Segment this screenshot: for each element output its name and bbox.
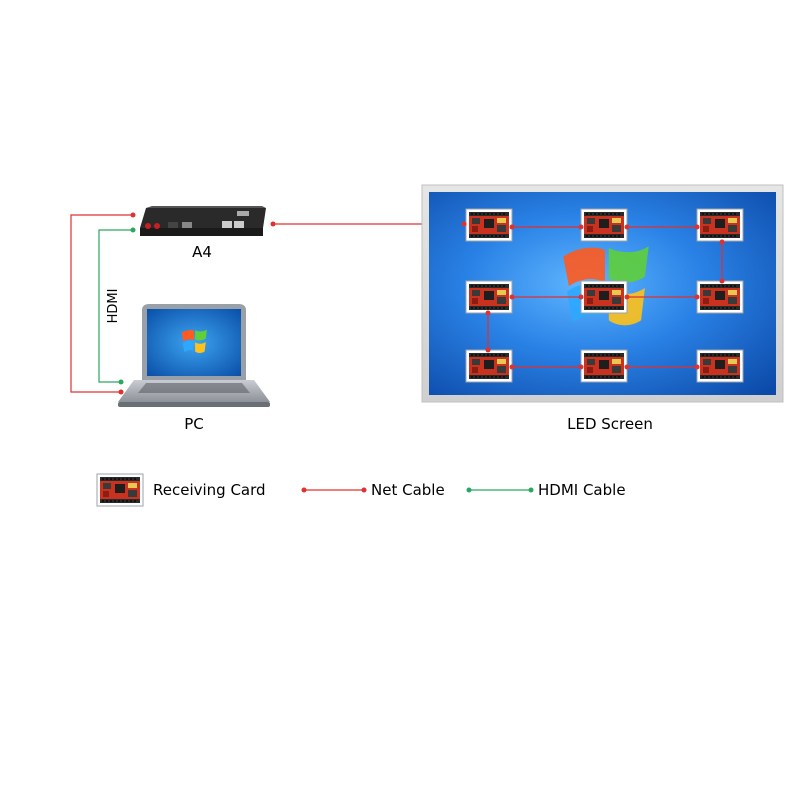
- hdmi-cable-a4-pc: [98, 229, 133, 383]
- receiving-card-icon: [696, 208, 744, 242]
- receiving-card-icon: [580, 208, 628, 242]
- receiving-card-icon: [465, 349, 513, 383]
- legend-receiving-card-icon: [96, 473, 144, 507]
- receiving-card-icon: [696, 349, 744, 383]
- legend: Receiving Card Net Cable HDMI Cable: [96, 473, 626, 507]
- cable-connector-dots: [461, 221, 725, 370]
- receiving-card-icon: [580, 349, 628, 383]
- receiving-card-icon: [465, 208, 513, 242]
- legend-hdmi-cable-label: HDMI Cable: [538, 481, 626, 499]
- led-screen-label: LED Screen: [567, 415, 653, 433]
- legend-net-cable-label: Net Cable: [371, 481, 445, 499]
- legend-receiving-card-label: Receiving Card: [153, 481, 266, 499]
- a4-controller-icon: [130, 206, 276, 236]
- laptop-icon: [118, 304, 270, 407]
- hdmi-vertical-label: HDMI: [106, 289, 121, 324]
- net-cable-chain: [487, 226, 723, 368]
- receiving-card-icon: [465, 280, 513, 314]
- receiving-card-icon: [580, 280, 628, 314]
- pc-label: PC: [184, 415, 204, 433]
- a4-label: A4: [192, 243, 212, 261]
- receiving-card-icon: [696, 280, 744, 314]
- net-cable-a4-pc: [70, 214, 133, 393]
